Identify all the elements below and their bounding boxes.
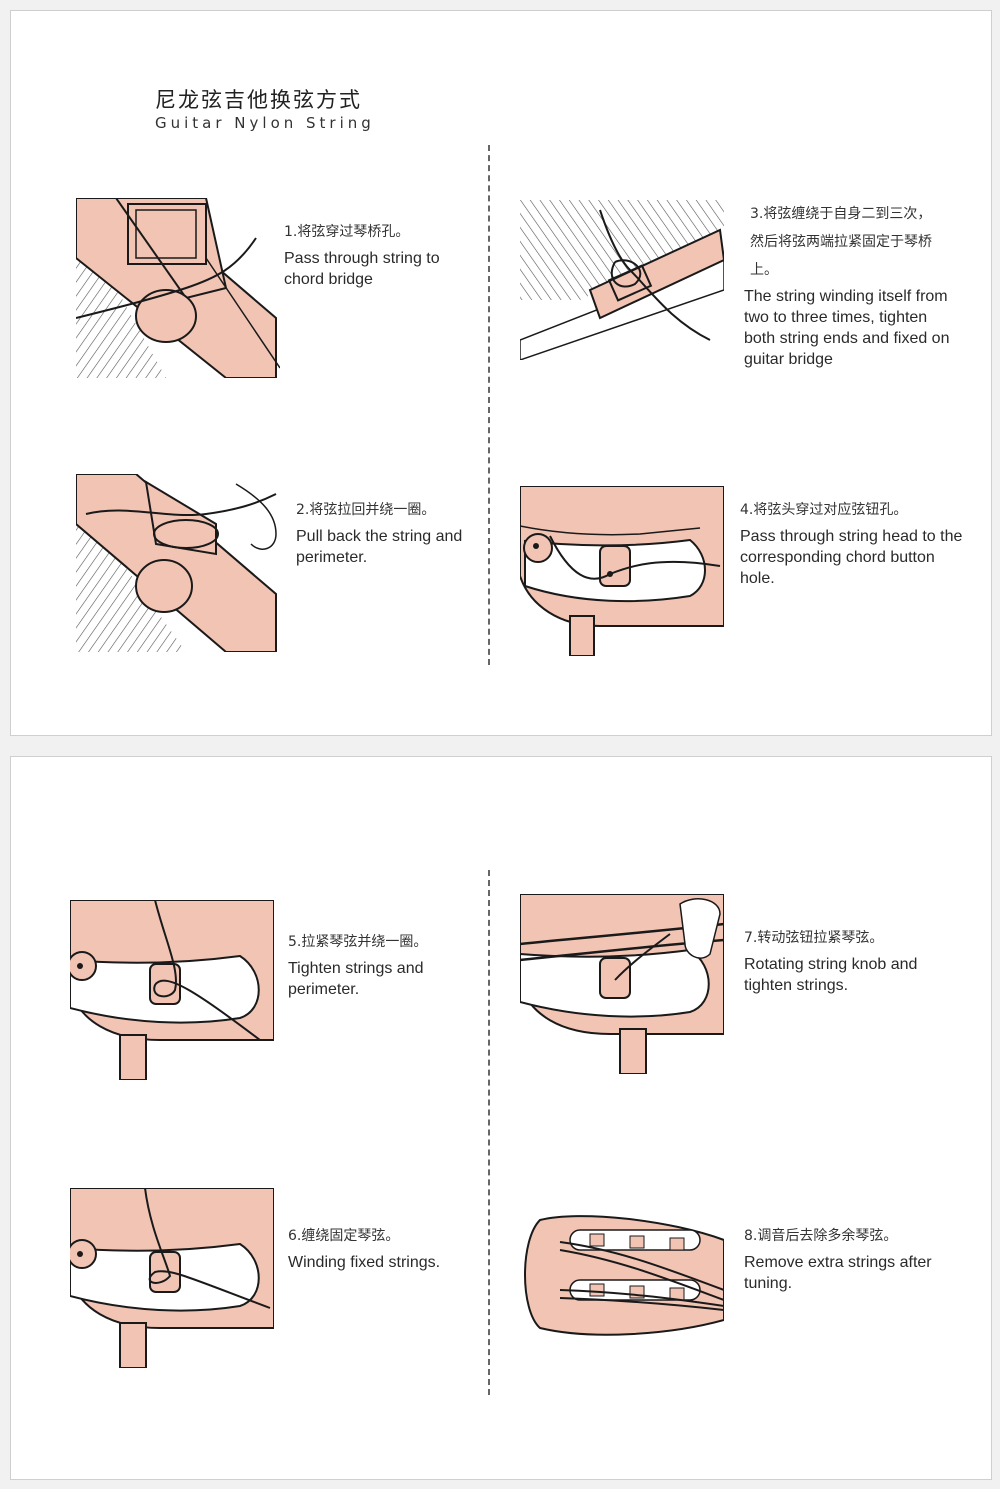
step5-illustration [70,900,274,1080]
step-7-en: Rotating string knob and tighten strings… [744,956,918,994]
step-4-en: Pass through string head to the correspo… [740,528,963,587]
step7-illustration [520,894,724,1074]
step-1: 1.将弦穿过琴桥孔。 Pass through string to chord … [284,218,474,290]
step-5-en: Tighten strings and perimeter. [288,960,424,998]
step-3-cn: 3.将弦缠绕于自身二到三次，然后将弦两端拉紧固定于琴桥上。 [750,206,932,278]
step1-illustration [76,198,280,378]
step-4-cn: 4.将弦头穿过对应弦钮孔。 [740,502,908,518]
page-title-en: Guitar Nylon String [155,114,375,132]
step-4: 4.将弦头穿过对应弦钮孔。 Pass through string head t… [740,496,972,589]
step-6: 6.缠绕固定琴弦。 Winding fixed strings. [288,1222,488,1273]
step2-illustration [76,474,277,652]
bottom-divider [488,870,490,1395]
step-1-en: Pass through string to chord bridge [284,250,440,288]
step8-illustration [524,1215,724,1336]
top-panel [10,10,992,736]
step-8-cn: 8.调音后去除多余琴弦。 [744,1228,898,1244]
bottom-panel [10,756,992,1480]
step3-illustration [520,200,724,360]
step-6-cn: 6.缠绕固定琴弦。 [288,1228,400,1244]
step-8: 8.调音后去除多余琴弦。 Remove extra strings after … [744,1222,954,1294]
step6-illustration [70,1188,274,1368]
step-3-en: The string winding itself from two to th… [744,288,950,368]
step-2: 2.将弦拉回并绕一圈。 Pull back the string and per… [296,496,486,568]
step-8-en: Remove extra strings after tuning. [744,1254,932,1292]
step-2-en: Pull back the string and perimeter. [296,528,463,566]
step-7-cn: 7.转动弦钮拉紧琴弦。 [744,930,884,946]
step-2-cn: 2.将弦拉回并绕一圈。 [296,502,436,518]
top-divider [488,145,490,665]
page-title-cn: 尼龙弦吉他换弦方式 [155,88,362,112]
step-5-cn: 5.拉紧琴弦并绕一圈。 [288,934,428,950]
step4-illustration [520,486,724,656]
step-1-cn: 1.将弦穿过琴桥孔。 [284,224,410,240]
step-5: 5.拉紧琴弦并绕一圈。 Tighten strings and perimete… [288,928,478,1000]
step-6-en: Winding fixed strings. [288,1254,441,1271]
step-3: 3.将弦缠绕于自身二到三次，然后将弦两端拉紧固定于琴桥上。 The string… [744,200,959,370]
step-7: 7.转动弦钮拉紧琴弦。 Rotating string knob and tig… [744,924,944,996]
